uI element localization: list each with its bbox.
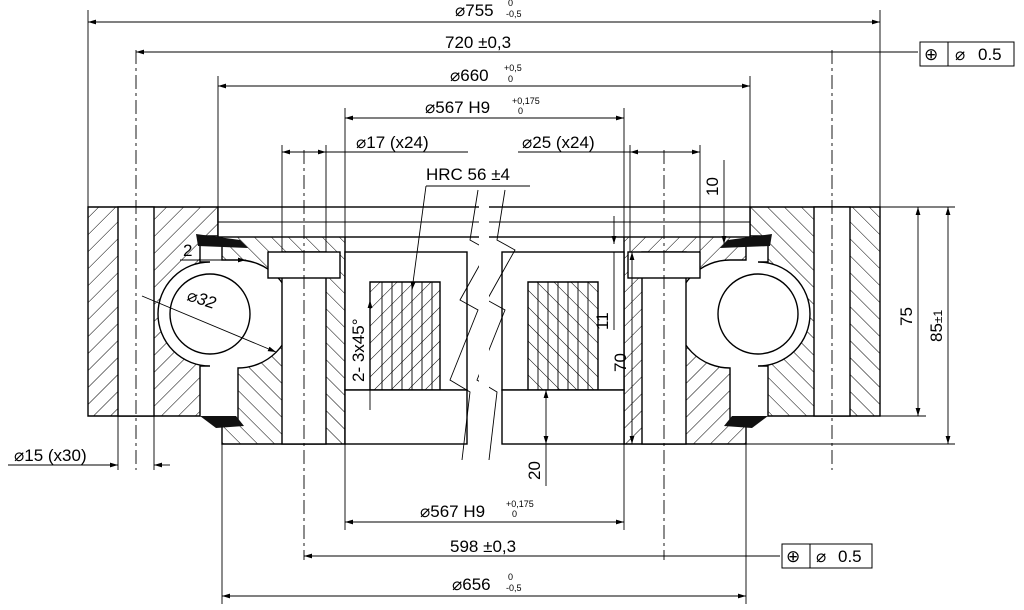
break-line-right <box>476 189 516 461</box>
tol-lower-567-bottom: 0 <box>512 509 517 519</box>
dim-inner-ring-outer: ⌀656 <box>452 575 491 594</box>
dim-mount-holes: ⌀15 (x30) <box>14 446 87 465</box>
dim-75: 75 <box>897 307 916 326</box>
tol-lower-660: 0 <box>508 74 513 84</box>
gear-base-right <box>501 389 625 445</box>
ball-right <box>717 273 799 355</box>
tol-upper-567-top: +0,175 <box>512 96 540 106</box>
position-symbol-icon: ⊕ <box>786 547 800 566</box>
tol-value-top: 0.5 <box>978 45 1002 64</box>
tol-upper-660: +0,5 <box>504 63 522 73</box>
dim-hole-large: ⌀25 (x24) <box>522 133 595 152</box>
break-line-left <box>449 189 489 461</box>
dim-gear-top: ⌀567 H9 <box>425 98 490 117</box>
seals <box>196 234 772 428</box>
ball-left <box>169 273 251 355</box>
dim-10: 10 <box>703 177 722 196</box>
centerlines <box>135 50 833 560</box>
tol-upper-656: 0 <box>508 572 513 582</box>
gear-left <box>344 251 468 391</box>
tol-upper-755: 0 <box>508 0 513 8</box>
tol-lower-567-top: 0 <box>518 106 523 116</box>
tol-lower-656: -0,5 <box>506 583 522 593</box>
hardness-label: HRC 56 ±4 <box>426 165 510 184</box>
tol-lower-755: -0,5 <box>506 9 522 19</box>
dim-bolt-circle-outer: 720 ±0,3 <box>445 33 511 52</box>
gear-base-left <box>344 389 468 445</box>
dim-85: 85±1 <box>927 309 946 342</box>
dim-20: 20 <box>525 461 544 480</box>
dim-gap-2: 2 <box>183 241 192 260</box>
dim-70: 70 <box>611 353 630 372</box>
tol-dia-symbol-bottom: ⌀ <box>816 547 826 566</box>
tol-upper-567-bottom: +0,175 <box>506 499 534 509</box>
dim-11: 11 <box>593 312 612 330</box>
dim-outer-ring-inner: ⌀660 <box>450 66 489 85</box>
position-symbol-icon: ⊕ <box>924 45 938 64</box>
position-tolerance-top: ⊕ ⌀ 0.5 <box>919 41 1015 67</box>
dim-outer-diameter: ⌀755 <box>455 1 494 20</box>
dim-chamfer: 2- 3x45° <box>349 318 368 382</box>
tol-value-bottom: 0.5 <box>838 547 862 566</box>
dim-bolt-circle-inner: 598 ±0,3 <box>450 537 516 556</box>
tol-dia-symbol: ⌀ <box>955 45 965 64</box>
dim-gear-bottom: ⌀567 H9 <box>420 502 485 521</box>
position-tolerance-bottom: ⊕ ⌀ 0.5 <box>781 543 873 569</box>
dim-hole-small: ⌀17 (x24) <box>356 133 429 152</box>
